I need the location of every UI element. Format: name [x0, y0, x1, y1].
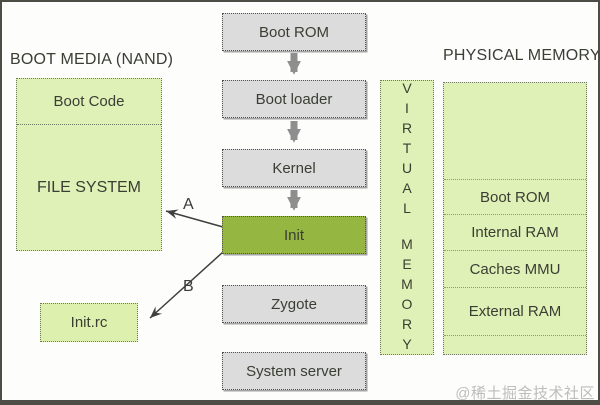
flow-box-system-server: System server [222, 352, 366, 390]
virtual-memory-box: VIRTUAL MEMORY [380, 79, 434, 356]
virtual-memory-word-2: MEMORY [399, 235, 415, 356]
flow-box-boot-rom: Boot ROM [222, 13, 366, 51]
physical-memory-section-boot-rom: Boot ROM [444, 179, 586, 214]
init-rc-box: Init.rc [40, 303, 138, 342]
physical-memory-section-external-ram: External RAM [444, 287, 586, 335]
physical-memory-section-caches-mmu: Caches MMU [444, 250, 586, 287]
physical-memory-section-internal-ram: Internal RAM [444, 214, 586, 250]
flow-box-boot-loader: Boot loader [222, 80, 366, 118]
arrow-label-a: A [183, 196, 194, 213]
virtual-memory-word-1: VIRTUAL [399, 79, 415, 220]
flow-box-init: Init [222, 216, 366, 254]
boot-media-heading: BOOT MEDIA (NAND) [10, 51, 174, 68]
physical-memory-section-empty-top [444, 83, 586, 179]
watermark-text: @稀土掘金技术社区 [455, 385, 595, 402]
boot-code-section: Boot Code [17, 79, 161, 125]
flow-box-zygote: Zygote [222, 285, 366, 323]
physical-memory-section-empty-bottom [444, 335, 586, 354]
flow-box-kernel: Kernel [222, 149, 366, 187]
physical-memory-box: Boot ROM Internal RAM Caches MMU Externa… [443, 82, 587, 355]
arrow-a-init-to-filesystem [165, 209, 224, 228]
boot-media-box: Boot Code FILE SYSTEM [16, 78, 162, 251]
arrow-b-init-to-initrc [149, 251, 224, 319]
arrow-label-b: B [183, 278, 194, 295]
physical-memory-heading: PHYSICAL MEMORY [443, 47, 600, 64]
file-system-section: FILE SYSTEM [36, 178, 142, 196]
